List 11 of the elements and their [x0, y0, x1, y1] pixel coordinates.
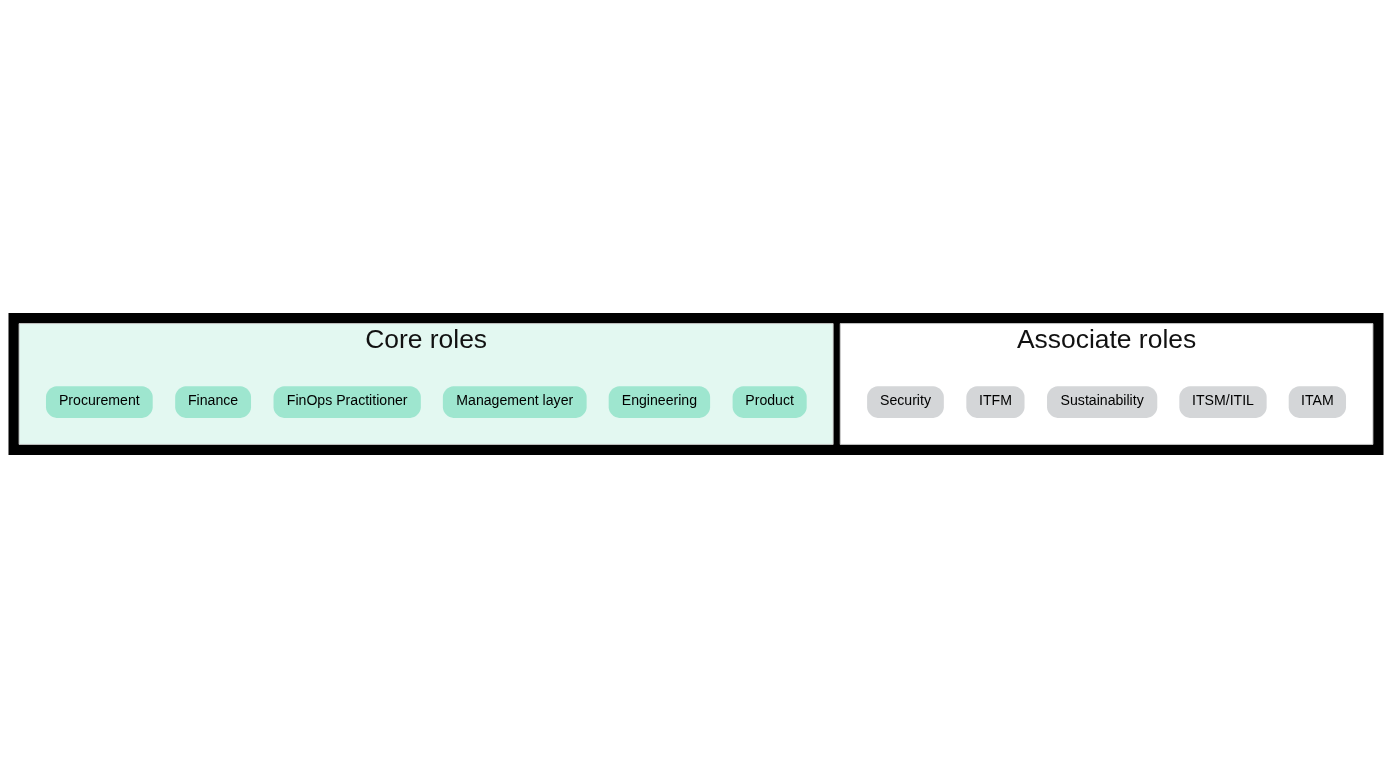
node-box: ITSM/ITIL — [1179, 386, 1267, 418]
node-box: Product — [732, 386, 807, 418]
node-box: Engineering — [608, 386, 711, 418]
node-box: Procurement — [46, 386, 153, 418]
node-box: FinOps Practitioner — [273, 386, 421, 418]
node-box: ITFM — [966, 386, 1025, 418]
node-box: Security — [867, 386, 944, 418]
node-box: Management layer — [442, 386, 587, 418]
node-box: Finance — [175, 386, 252, 418]
node-box: ITAM — [1288, 386, 1346, 418]
node-box: Sustainability — [1047, 386, 1158, 418]
